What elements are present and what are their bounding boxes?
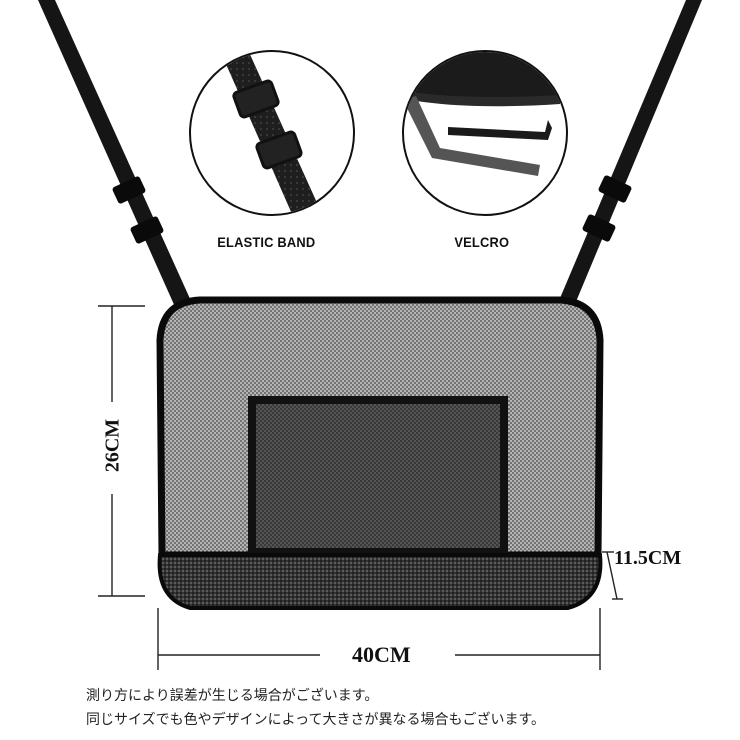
elastic-band-detail: [189, 50, 355, 216]
width-dimension-line: [157, 608, 601, 670]
size-variation-disclaimer: 同じサイズでも色やデザインによって大きさが異なる場合もございます。: [86, 712, 546, 728]
left-strap: [38, 0, 196, 318]
depth-label: 11.5CM: [614, 547, 682, 569]
depth-dimension-line: [602, 551, 623, 600]
feature-label-elastic-band: ELASTIC BAND: [217, 234, 316, 250]
net-body: [156, 296, 604, 610]
height-dimension-line: [98, 305, 145, 597]
velcro-detail: [402, 50, 568, 216]
height-label: 26CM: [101, 418, 124, 473]
right-strap: [555, 0, 702, 316]
feature-label-velcro: VELCRO: [454, 234, 510, 250]
measurement-disclaimer: 測り方により誤差が生じる場合がございます。: [86, 688, 379, 704]
width-label: 40CM: [352, 642, 411, 667]
